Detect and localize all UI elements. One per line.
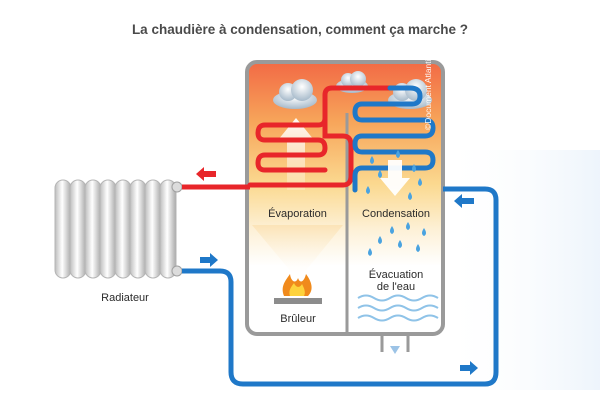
water-waves — [357, 294, 439, 322]
cold-coil — [352, 85, 436, 193]
radiator-label: Radiateur — [101, 292, 149, 304]
radiator — [54, 179, 183, 279]
burner-label: Brûleur — [280, 313, 316, 325]
water-evacuation-label: Évacuation de l'eau — [352, 269, 440, 293]
heat-cone — [252, 225, 343, 280]
burner-flame-icon — [274, 274, 322, 304]
copyright-credit: ©Document Atlantic — [423, 55, 433, 130]
water-drops — [366, 150, 426, 256]
condensation-arrow — [380, 160, 410, 196]
water-evacuation-label-line1: Évacuation — [368, 269, 424, 281]
evaporation-label: Évaporation — [268, 208, 327, 220]
drain-arrow — [390, 334, 400, 354]
cold-flow-arrow — [460, 361, 478, 375]
page-title: La chaudière à condensation, comment ça … — [131, 22, 469, 37]
cold-return-pipe — [182, 186, 499, 387]
hot-flow-arrow — [196, 167, 216, 181]
cold-flow-arrow — [200, 253, 218, 267]
hot-coil-connector — [247, 85, 393, 188]
hot-coil — [255, 115, 328, 173]
water-evacuation-label-line2: de l'eau — [376, 281, 416, 293]
cloud-icon — [273, 79, 317, 109]
cold-flow-arrow — [454, 194, 474, 208]
background-glow — [440, 150, 600, 390]
condensation-label: Condensation — [362, 208, 430, 220]
